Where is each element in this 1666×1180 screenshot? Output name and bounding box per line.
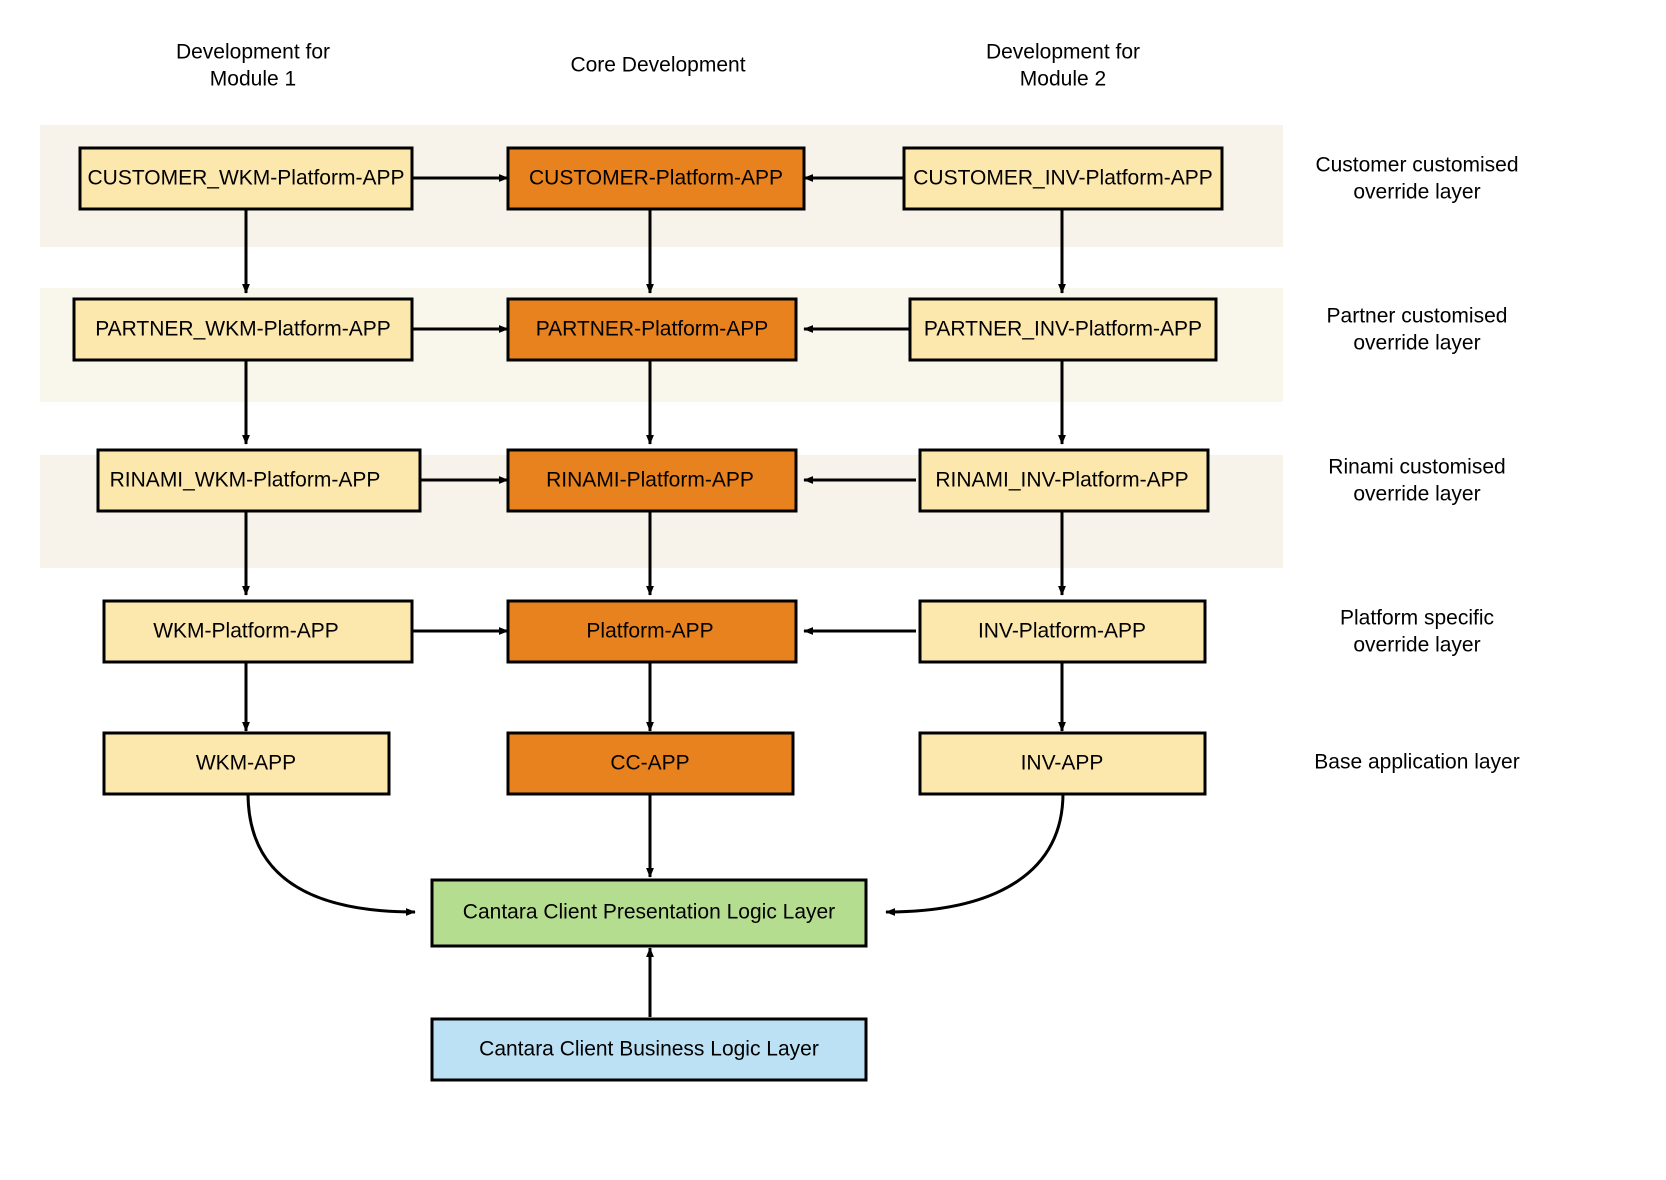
layer-label-platform-line2: override layer	[1353, 634, 1480, 657]
node-wkm-app[interactable]: WKM-APP	[102, 731, 391, 796]
node-label: Cantara Client Presentation Logic Layer	[463, 901, 835, 924]
node-rect[interactable]	[918, 599, 1207, 664]
node-label: CUSTOMER_WKM-Platform-APP	[88, 167, 405, 190]
node-rect[interactable]	[902, 146, 1224, 211]
node-label: WKM-APP	[196, 752, 296, 775]
node-rect[interactable]	[430, 878, 868, 948]
node-rect[interactable]	[102, 731, 391, 796]
node-label: Platform-APP	[586, 620, 713, 643]
node-rect[interactable]	[506, 599, 798, 664]
node-rect[interactable]	[918, 448, 1210, 513]
node-label: RINAMI-Platform-APP	[546, 469, 754, 492]
node-rect[interactable]	[908, 297, 1218, 362]
node-rect[interactable]	[506, 731, 795, 796]
node-inv-platform-app[interactable]: INV-Platform-APP	[918, 599, 1207, 664]
node-customer-wkm-platform-app[interactable]: CUSTOMER_WKM-Platform-APP	[78, 146, 414, 211]
node-label: INV-APP	[1021, 752, 1104, 775]
layer-label-rinami-line1: Rinami customised	[1328, 456, 1505, 479]
column-header-module-1-line2: Module 1	[210, 68, 296, 91]
edge-inv-app-to-presentation-layer	[885, 792, 1065, 916]
node-rect[interactable]	[78, 146, 414, 211]
node-rect[interactable]	[72, 297, 414, 362]
node-label: CUSTOMER_INV-Platform-APP	[913, 167, 1213, 190]
node-platform-app[interactable]: Platform-APP	[506, 599, 798, 664]
node-rect[interactable]	[430, 1017, 868, 1082]
layer-labels: Customer customised override layer Partn…	[1314, 154, 1519, 774]
node-label: CC-APP	[610, 752, 689, 775]
layer-label-platform-line1: Platform specific	[1340, 607, 1494, 630]
node-rinami-wkm-platform-app[interactable]: RINAMI_WKM-Platform-APP	[96, 448, 422, 513]
layer-label-rinami-line2: override layer	[1353, 483, 1480, 506]
node-rect[interactable]	[506, 297, 798, 362]
column-header-module-2-line1: Development for	[986, 41, 1140, 64]
node-rect[interactable]	[506, 146, 806, 211]
node-customer-inv-platform-app[interactable]: CUSTOMER_INV-Platform-APP	[902, 146, 1224, 211]
node-rect[interactable]	[506, 448, 798, 513]
layer-label-customer-line1: Customer customised	[1315, 154, 1518, 177]
node-label: Cantara Client Business Logic Layer	[479, 1038, 819, 1061]
column-header-core-line1: Core Development	[570, 54, 745, 77]
layer-label-customer-line2: override layer	[1353, 181, 1480, 204]
node-partner-inv-platform-app[interactable]: PARTNER_INV-Platform-APP	[908, 297, 1218, 362]
node-label: RINAMI_WKM-Platform-APP	[110, 469, 381, 492]
node-label: PARTNER-Platform-APP	[536, 318, 769, 341]
node-rect[interactable]	[102, 599, 414, 664]
node-inv-app[interactable]: INV-APP	[918, 731, 1207, 796]
node-rinami-platform-app[interactable]: RINAMI-Platform-APP	[506, 448, 798, 513]
node-rinami-inv-platform-app[interactable]: RINAMI_INV-Platform-APP	[918, 448, 1210, 513]
layer-label-partner-line2: override layer	[1353, 332, 1480, 355]
node-label: INV-Platform-APP	[978, 620, 1146, 643]
node-label: RINAMI_INV-Platform-APP	[935, 469, 1188, 492]
node-business-logic-layer[interactable]: Cantara Client Business Logic Layer	[430, 1017, 868, 1082]
node-presentation-logic-layer[interactable]: Cantara Client Presentation Logic Layer	[430, 878, 868, 948]
node-cc-app[interactable]: CC-APP	[506, 731, 795, 796]
node-partner-wkm-platform-app[interactable]: PARTNER_WKM-Platform-APP	[72, 297, 414, 362]
node-wkm-platform-app[interactable]: WKM-Platform-APP	[102, 599, 414, 664]
node-label: PARTNER_WKM-Platform-APP	[95, 318, 391, 341]
node-rect[interactable]	[96, 448, 422, 513]
node-label: WKM-Platform-APP	[153, 620, 339, 643]
column-header-module-1-line1: Development for	[176, 41, 330, 64]
layer-label-base-line1: Base application layer	[1314, 751, 1519, 774]
column-headers: Development for Module 1 Core Developmen…	[176, 41, 1140, 91]
edges	[242, 174, 1066, 1017]
node-label: CUSTOMER-Platform-APP	[529, 167, 783, 190]
layer-label-partner-line1: Partner customised	[1327, 305, 1508, 328]
node-rect[interactable]	[918, 731, 1207, 796]
node-partner-platform-app[interactable]: PARTNER-Platform-APP	[506, 297, 798, 362]
column-header-module-2-line2: Module 2	[1020, 68, 1106, 91]
edge-wkm-app-to-presentation-layer	[246, 792, 416, 916]
node-customer-platform-app[interactable]: CUSTOMER-Platform-APP	[506, 146, 806, 211]
node-label: PARTNER_INV-Platform-APP	[924, 318, 1202, 341]
